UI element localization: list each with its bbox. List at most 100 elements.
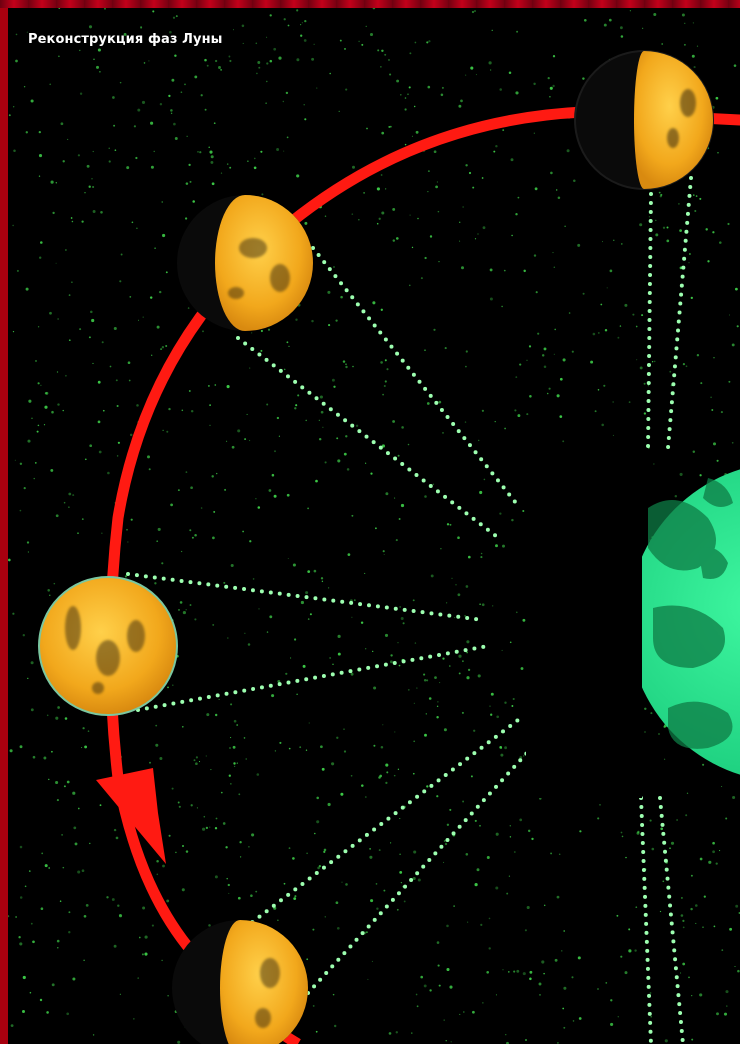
- star-dot: [380, 66, 382, 68]
- star-dot: [691, 54, 695, 58]
- star-dot: [449, 523, 452, 526]
- star-dot: [249, 367, 251, 369]
- star-dot: [688, 976, 690, 979]
- star-dot: [620, 955, 623, 958]
- star-dot: [214, 384, 217, 386]
- star-dot: [153, 150, 155, 153]
- star-dot: [108, 147, 110, 149]
- star-dot: [554, 958, 558, 962]
- star-dot: [296, 9, 299, 12]
- star-dot: [202, 827, 206, 831]
- star-dot: [89, 842, 91, 845]
- star-dot: [457, 536, 460, 540]
- star-dot: [440, 93, 444, 97]
- star-dot: [351, 514, 354, 517]
- star-dot: [481, 603, 485, 607]
- star-dot: [425, 713, 427, 715]
- star-dot: [66, 780, 70, 784]
- star-dot: [314, 832, 316, 835]
- star-dot: [522, 618, 526, 622]
- star-dot: [8, 915, 10, 918]
- star-dot: [660, 193, 663, 196]
- star-dot: [57, 706, 60, 709]
- star-dot: [612, 401, 614, 403]
- star-dot: [526, 359, 528, 361]
- star-dot: [189, 529, 192, 532]
- star-dot: [616, 914, 619, 917]
- star-dot: [45, 391, 49, 395]
- star-dot: [108, 160, 111, 163]
- star-dot: [269, 14, 272, 17]
- star-dot: [286, 136, 289, 139]
- star-dot: [430, 574, 434, 578]
- star-dot: [32, 940, 35, 944]
- star-dot: [185, 182, 189, 185]
- star-dot: [353, 599, 356, 602]
- star-dot: [621, 835, 624, 838]
- star-dot: [342, 360, 346, 363]
- star-dot: [517, 196, 520, 199]
- star-dot: [226, 877, 228, 880]
- star-dot: [332, 663, 334, 666]
- star-dot: [461, 266, 464, 270]
- star-dot: [30, 922, 33, 925]
- star-dot: [407, 443, 410, 446]
- star-dot: [556, 394, 560, 398]
- star-dot: [229, 747, 231, 749]
- star-dot: [389, 125, 392, 128]
- star-dot: [385, 763, 389, 767]
- star-dot: [237, 429, 241, 433]
- star-dot: [85, 904, 89, 907]
- star-dot: [13, 149, 16, 152]
- star-dot: [317, 866, 320, 870]
- star-dot: [679, 229, 682, 232]
- star-dot: [543, 365, 547, 368]
- star-dot: [715, 862, 718, 865]
- star-dot: [133, 125, 136, 128]
- star-dot: [501, 305, 503, 308]
- ray-line: [306, 741, 538, 995]
- star-dot: [36, 430, 39, 433]
- star-dot: [331, 762, 335, 766]
- star-dot: [116, 404, 119, 408]
- star-dot: [68, 492, 72, 496]
- star-dot: [258, 608, 260, 610]
- star-dot: [194, 75, 198, 79]
- star-dot: [206, 713, 210, 717]
- star-dot: [37, 382, 40, 385]
- star-dot: [364, 796, 367, 798]
- star-dot: [77, 870, 81, 874]
- ray-line: [666, 176, 693, 450]
- star-dot: [511, 234, 513, 237]
- star-dot: [12, 224, 14, 227]
- star-dot: [380, 361, 383, 364]
- star-dot: [158, 290, 162, 294]
- star-dot: [37, 424, 40, 427]
- star-dot: [693, 66, 696, 69]
- star-dot: [260, 329, 263, 333]
- star-dot: [49, 311, 52, 315]
- star-dot: [305, 749, 308, 751]
- star-dot: [624, 303, 628, 307]
- star-dot: [690, 296, 693, 300]
- star-dot: [552, 55, 556, 58]
- star-dot: [182, 611, 186, 615]
- star-dot: [215, 817, 218, 820]
- star-dot: [407, 689, 410, 691]
- star-dot: [488, 947, 491, 950]
- star-dot: [411, 1032, 413, 1034]
- star-dot: [610, 999, 613, 1002]
- star-dot: [175, 851, 177, 854]
- star-dot: [157, 527, 161, 531]
- star-dot: [207, 384, 210, 387]
- star-dot: [384, 53, 387, 56]
- star-dot: [133, 1018, 135, 1020]
- star-dot: [283, 882, 286, 885]
- star-dot: [276, 416, 280, 420]
- star-dot: [57, 403, 60, 406]
- star-dot: [490, 692, 494, 696]
- star-dot: [65, 249, 67, 251]
- star-dot: [68, 911, 71, 914]
- star-dot: [265, 102, 267, 104]
